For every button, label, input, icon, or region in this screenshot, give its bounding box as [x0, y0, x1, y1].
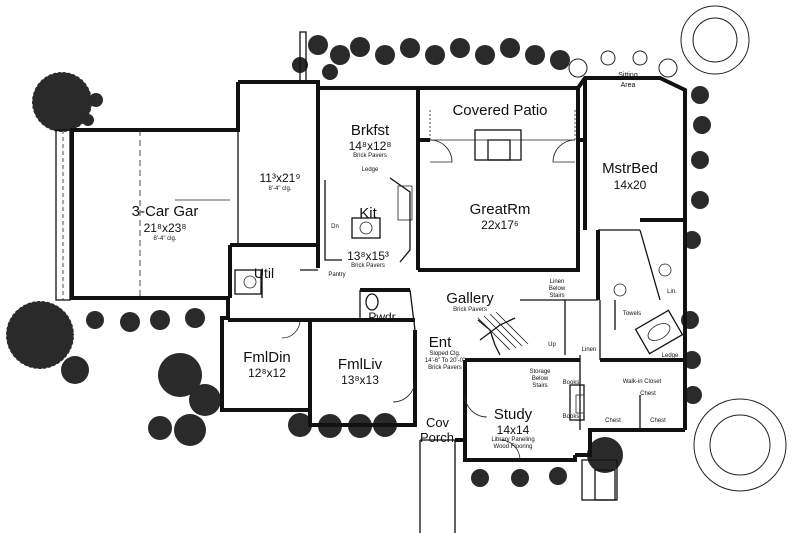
gallery-name: Gallery: [446, 290, 494, 307]
sitting-line-1: Sitting: [618, 72, 638, 79]
interior-walls: [228, 90, 685, 430]
storage-line-1: Storage: [529, 369, 551, 375]
fmldin-name: FmlDin: [243, 349, 291, 366]
brkfst-size: 14⁸x12⁸: [348, 139, 392, 153]
storage-line-2: Below: [531, 376, 549, 382]
util-name: Util: [253, 265, 275, 281]
fmlliv-size: 13⁸x13: [341, 373, 379, 387]
sitting-line-2: Area: [620, 82, 636, 89]
kit-name: Kit: [359, 205, 377, 222]
study-size: 14x14: [496, 423, 530, 437]
door-swings: [281, 139, 576, 461]
bonus-size: 11³x21⁹: [259, 171, 301, 185]
bonus-ceiling: 8'-4" clg.: [268, 186, 292, 192]
ent-note-1: Sloped Clg.: [429, 351, 461, 357]
linen-c: Lin.: [667, 289, 677, 295]
linen-b: Linen: [581, 347, 597, 353]
kit-size: 13⁸x15³: [347, 249, 389, 263]
kit-floor: Brick Pavers: [351, 263, 385, 269]
mstrbed-name: MstrBed: [602, 160, 658, 177]
books-top: Books: [562, 380, 580, 386]
linen-a-3: Stairs: [549, 293, 565, 299]
porch-name-1: Cov: [425, 415, 450, 430]
books-bottom: Books: [562, 414, 580, 420]
pantry-label: Pantry: [328, 272, 346, 278]
porch-name-2: Porch: [420, 430, 454, 445]
gallery-floor: Brick Pavers: [453, 307, 487, 313]
covered-patio-name: Covered Patio: [452, 102, 548, 119]
fixtures: [139, 110, 684, 533]
garage-size: 21⁸x23⁸: [143, 221, 187, 235]
brkfst-floor: Brick Pavers: [353, 153, 387, 159]
fmldin-size: 12⁸x12: [248, 366, 286, 380]
garage-name: 3-Car Gar: [131, 203, 199, 220]
garage-ceiling: 8'-4" clg.: [153, 236, 177, 242]
storage-line-3: Stairs: [532, 383, 548, 389]
study-name: Study: [493, 406, 533, 423]
pwdr-name: Pwdr: [368, 310, 396, 324]
ent-name: Ent: [428, 334, 452, 351]
walk-in-closet-label: Walk-in Closet: [622, 379, 662, 385]
fmlliv-name: FmlLiv: [337, 356, 383, 373]
mstrbed-size: 14x20: [613, 178, 647, 192]
study-note-2: Wood Flooring: [493, 444, 533, 450]
linen-a-2: Below: [548, 286, 566, 292]
ent-note-3: Brick Pavers: [428, 365, 462, 371]
outlined-trees: [568, 5, 787, 492]
greatrm-size: 22x17⁶: [481, 218, 519, 232]
greatrm-name: GreatRm: [469, 201, 531, 218]
stair-up: Up: [548, 342, 556, 348]
brkfst-name: Brkfst: [350, 122, 390, 139]
landscaping: [5, 35, 711, 487]
ent-note-2: 14'-6" To 20'-0": [424, 358, 466, 364]
chest-c: Chest: [650, 418, 666, 424]
kit-ledge-label: Ledge: [361, 167, 379, 173]
linen-a-1: Linen: [549, 279, 565, 285]
stair-dn: Dn: [331, 224, 339, 230]
towels-label: Towels: [622, 311, 642, 317]
chest-a: Chest: [640, 391, 656, 397]
study-note-1: Library Paneling: [491, 437, 535, 443]
chest-b: Chest: [605, 418, 621, 424]
bath-ledge-label: Ledge: [661, 353, 679, 359]
